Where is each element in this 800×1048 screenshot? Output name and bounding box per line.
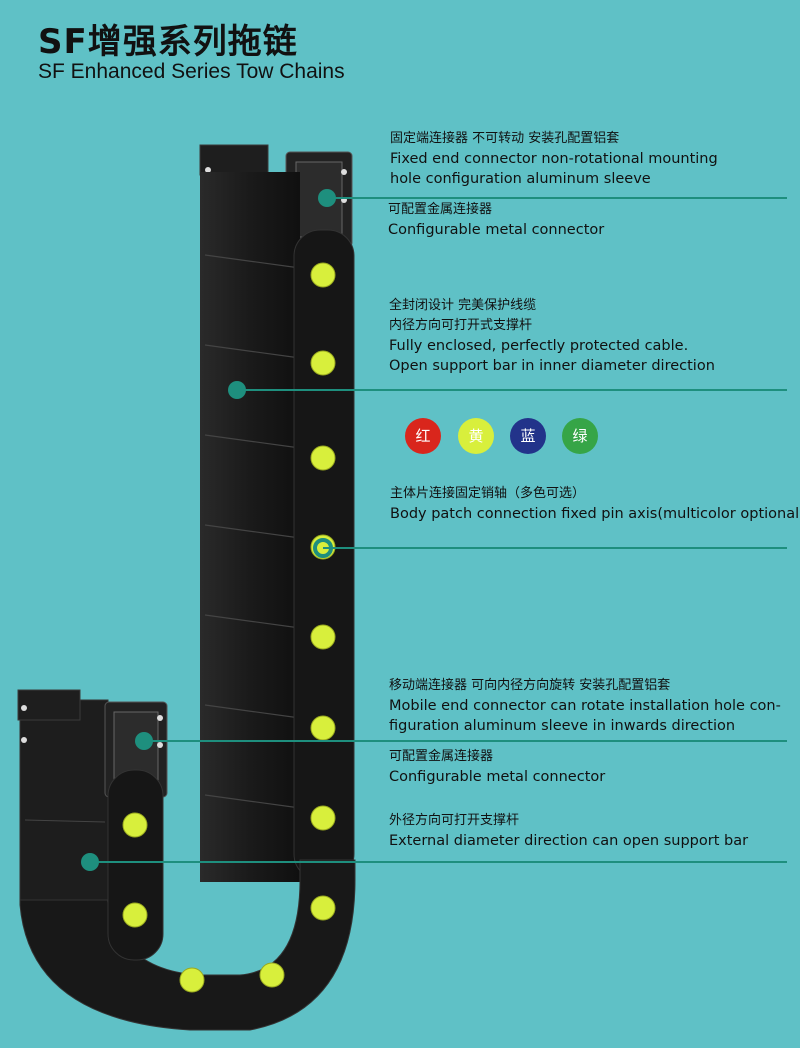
callout-dot-2 <box>228 381 246 399</box>
color-swatch-red: 红 <box>405 418 441 454</box>
page-title-en: SF Enhanced Series Tow Chains <box>38 60 345 83</box>
callout-dot-5 <box>81 853 99 871</box>
color-swatch-green: 绿 <box>562 418 598 454</box>
callout-enclosed-design: 全封闭设计 完美保护线缆 内径方向可打开式支撑杆 Fully enclosed,… <box>389 298 715 374</box>
callout-line-4 <box>144 740 787 742</box>
page-title-zh: SF增强系列拖链 <box>38 22 298 62</box>
callout-pin-axis: 主体片连接固定销轴（多色可选） Body patch connection fi… <box>390 486 800 522</box>
callout-line-5 <box>90 861 787 863</box>
callout-dot-1 <box>318 189 336 207</box>
callout-dot-3 <box>313 538 333 558</box>
chain-lower-left <box>19 699 109 901</box>
callout-mobile-end-connector: 移动端连接器 可向内径方向旋转 安装孔配置铝套 Mobile end conne… <box>389 678 781 734</box>
callout-metal-connector-bottom: 可配置金属连接器 Configurable metal connector <box>389 749 606 785</box>
chain-lower-link-plate <box>107 769 164 961</box>
callout-dot-4 <box>135 732 153 750</box>
callout-line-2 <box>237 389 787 391</box>
color-swatch-blue: 蓝 <box>510 418 546 454</box>
callout-fixed-end-connector: 固定端连接器 不可转动 安装孔配置铝套 Fixed end connector … <box>390 131 718 187</box>
chain-segment-lines <box>204 254 301 809</box>
callout-external-support-bar: 外径方向可打开支撑杆 External diameter direction c… <box>389 813 749 849</box>
chain-inner-side <box>200 172 300 882</box>
color-swatch-yellow: 黄 <box>458 418 494 454</box>
callout-line-3 <box>323 547 787 549</box>
callout-metal-connector-top: 可配置金属连接器 Configurable metal connector <box>388 202 605 238</box>
callout-line-1 <box>327 197 787 199</box>
